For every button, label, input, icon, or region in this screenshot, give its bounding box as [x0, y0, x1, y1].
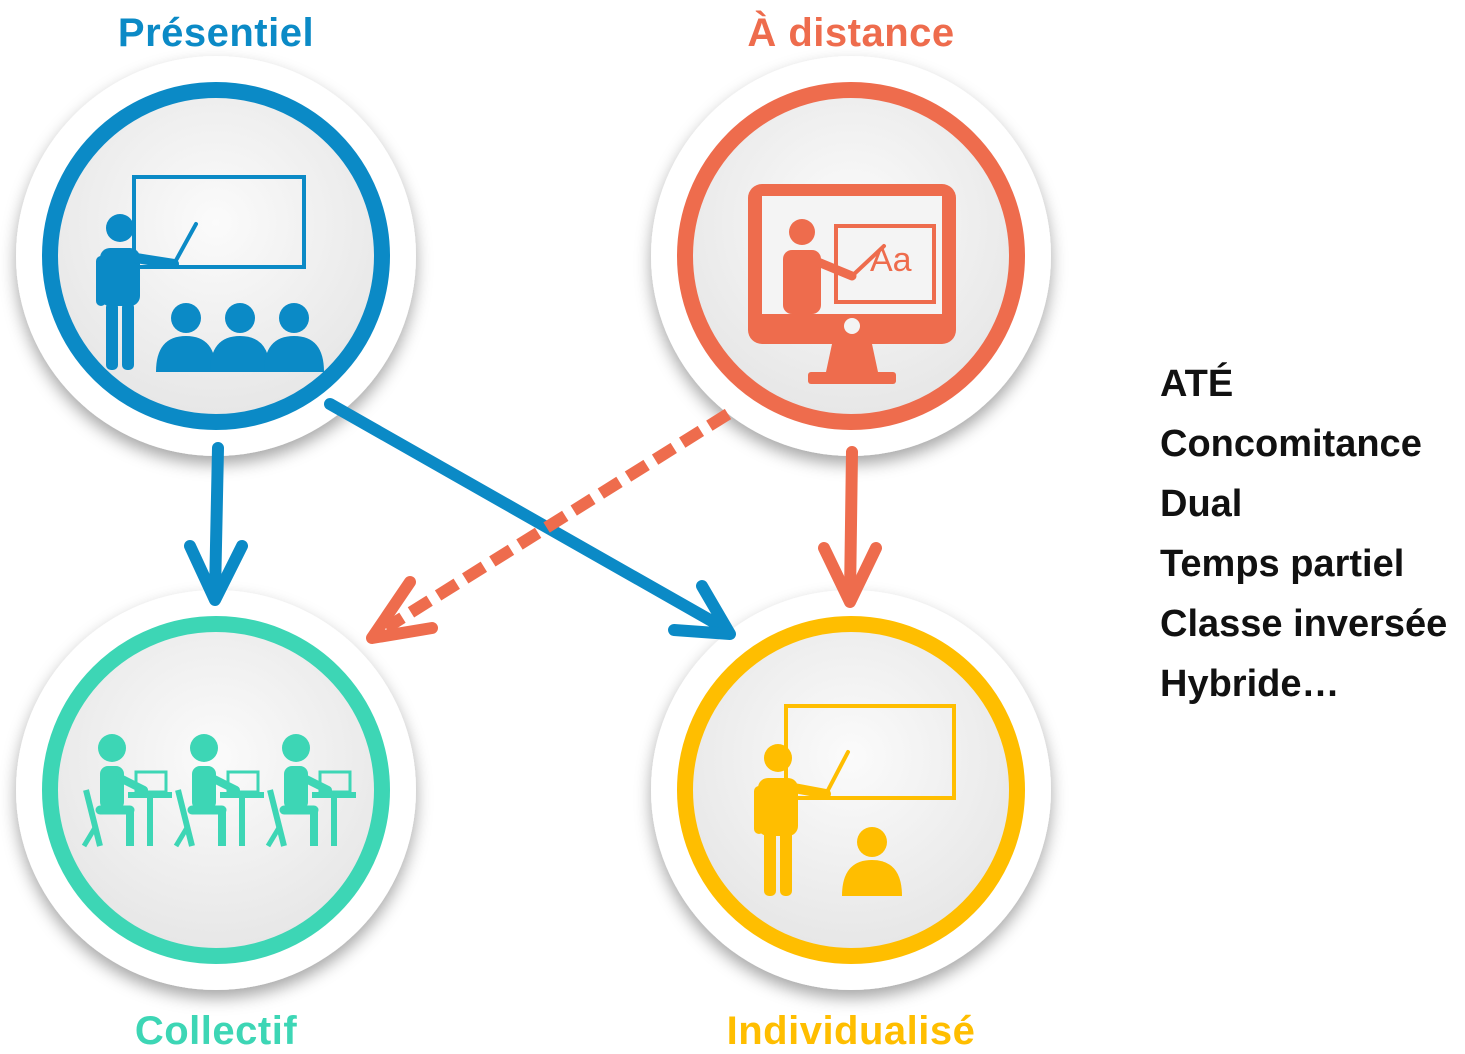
term-item: Dual — [1160, 483, 1243, 525]
node-presentiel-disc — [42, 82, 390, 430]
terms-list: ATÉ Concomitance Dual Temps partiel Clas… — [1160, 354, 1447, 714]
arrowhead — [668, 580, 736, 640]
arrowhead — [366, 576, 438, 644]
teacher-one-student-icon — [754, 704, 956, 896]
node-individualise-disc — [677, 616, 1025, 964]
label-individualise: Individualisé — [726, 1009, 976, 1053]
computer-screen-lesson-icon: Aa — [748, 184, 956, 384]
edge-distance-to-individualise — [818, 446, 882, 608]
term-item: Temps partiel — [1160, 543, 1405, 585]
edge-presentiel-to-individualise — [324, 398, 736, 640]
label-collectif: Collectif — [134, 1009, 298, 1053]
term-item: ATÉ — [1160, 363, 1234, 405]
label-presentiel: Présentiel — [117, 11, 315, 55]
term-item: Classe inversée — [1160, 603, 1448, 645]
icon-text-aa: Aa — [870, 241, 912, 279]
term-item: Concomitance — [1160, 423, 1422, 465]
node-distance: Aa — [651, 56, 1051, 456]
classroom-teacher-icon — [96, 175, 324, 372]
edge-presentiel-to-collectif — [184, 442, 248, 606]
arrowhead — [184, 540, 248, 606]
label-distance: À distance — [747, 11, 955, 55]
students-at-laptops-icon — [81, 734, 356, 848]
term-item: Hybride… — [1160, 663, 1340, 705]
arrowhead — [818, 542, 882, 608]
edge-distance-to-collectif — [366, 408, 732, 644]
node-collectif — [16, 590, 416, 990]
node-individualise — [651, 590, 1051, 990]
node-presentiel — [16, 56, 416, 456]
